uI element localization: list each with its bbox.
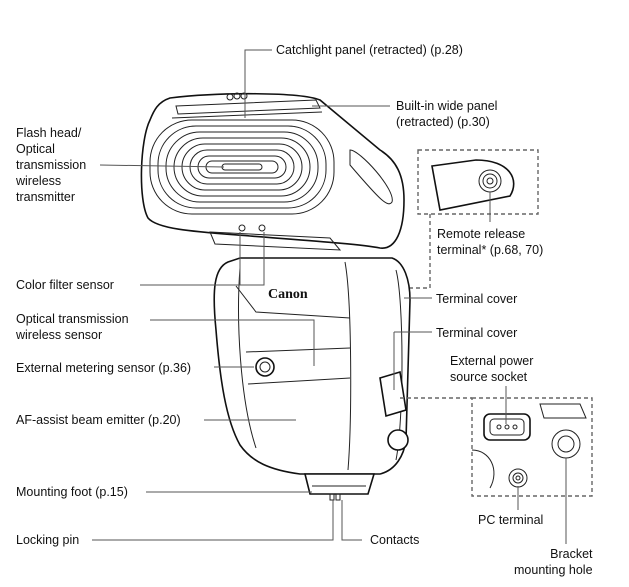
bracket-mounting-hole [551,429,581,459]
label-af-assist: AF-assist beam emitter (p.20) [16,413,181,427]
label-external-metering: External metering sensor (p.36) [16,361,192,375]
label-optical-sensor-line1: Optical transmission [16,312,129,326]
label-pc-terminal: PC terminal [478,513,544,527]
flash-body [213,257,411,475]
label-flash-head-line5: transmitter [16,190,76,204]
label-bracket-line2: mounting hole [514,563,593,577]
label-flash-head-line1: Flash head/ [16,126,82,140]
pc-terminal [508,468,528,488]
label-external-power-line2: source socket [450,370,528,384]
label-optical-sensor-line2: wireless sensor [16,328,103,342]
external-power-socket [483,413,531,441]
label-contacts: Contacts [370,533,420,547]
label-remote-release: Remote release terminal* (p.68, 70) [437,226,543,258]
color-filter-sensor-left [238,224,246,232]
label-wide-panel-line2: (retracted) (p.30) [396,115,490,129]
label-bracket-line1: Bracket [550,547,593,561]
label-bracket-hole: Bracket mounting hole [514,546,593,578]
label-flash-head-line2: Optical [16,142,55,156]
label-flash-head: Flash head/ Optical transmission wireles… [16,125,86,205]
label-catchlight-panel: Catchlight panel (retracted) (p.28) [276,43,463,57]
external-metering-sensor [255,357,275,377]
label-flash-head-line4: wireless [16,174,62,188]
label-external-power: External power source socket [450,353,533,385]
canon-logo: Canon [268,287,308,302]
label-remote-release-line1: Remote release [437,227,526,241]
label-optical-sensor: Optical transmission wireless sensor [16,311,129,343]
leader-lines [92,49,567,544]
label-color-filter-sensor: Color filter sensor [16,278,114,292]
label-flash-head-line3: transmission [16,158,87,172]
mounting-foot [303,473,376,495]
label-locking-pin: Locking pin [16,533,80,547]
label-external-power-line1: External power [450,354,534,368]
label-terminal-cover-2: Terminal cover [436,326,518,340]
label-wide-panel: Built-in wide panel (retracted) (p.30) [396,98,497,130]
label-wide-panel-line1: Built-in wide panel [396,99,498,113]
flash-head [140,92,405,249]
label-terminal-cover-1: Terminal cover [436,292,518,306]
color-filter-sensor-right [258,224,266,232]
label-mounting-foot: Mounting foot (p.15) [16,485,128,499]
label-remote-release-line2: terminal* (p.68, 70) [437,243,544,257]
